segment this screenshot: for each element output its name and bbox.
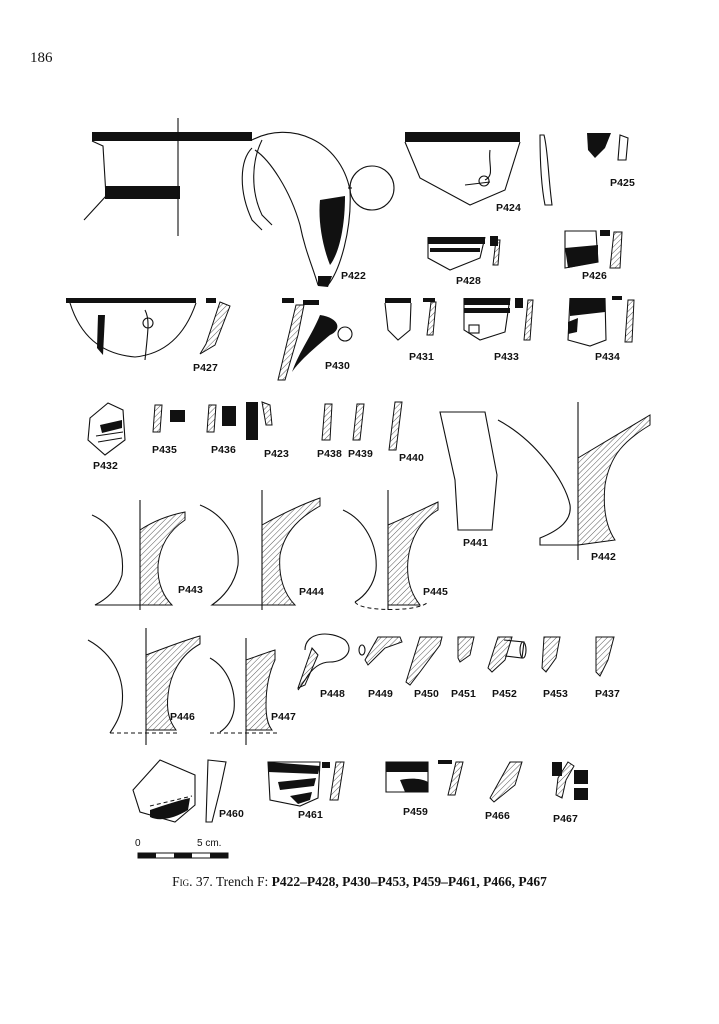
label-p436: P436 (211, 444, 236, 456)
sherd-p431-drawing (384, 298, 437, 341)
label-p424: P424 (496, 202, 521, 214)
sherd-p460-drawing (132, 759, 227, 823)
label-p447: P447 (271, 711, 296, 723)
label-p461: P461 (298, 809, 323, 821)
sherd-p449-drawing (364, 636, 403, 666)
label-p426: P426 (582, 270, 607, 282)
label-p430: P430 (325, 360, 350, 372)
label-p437: P437 (595, 688, 620, 700)
sherd-p438-drawing (321, 403, 333, 441)
sherd-p442-drawing (497, 402, 651, 560)
sherd-p424-drawing (404, 132, 553, 206)
label-p431: P431 (409, 351, 434, 363)
sherd-p433-drawing (463, 297, 534, 341)
label-p459: P459 (403, 806, 428, 818)
label-p439: P439 (348, 448, 373, 460)
sherd-p441-drawing (439, 411, 498, 531)
sherd-p453-drawing (541, 636, 561, 673)
sherd-p422-drawing (83, 118, 395, 287)
scale-start-label: 0 (135, 838, 141, 849)
label-p467: P467 (553, 813, 578, 825)
label-p443: P443 (178, 584, 203, 596)
sherd-p436-drawing (206, 404, 236, 433)
sherd-p445-drawing (342, 490, 439, 610)
sherd-p427-drawing (66, 298, 231, 361)
sherd-p426-drawing (564, 230, 623, 269)
label-p422: P422 (341, 270, 366, 282)
caption-catalog-range: P422–P428, P430–P453, P459–P461, P466, P… (271, 874, 547, 889)
sherd-p443-drawing (91, 500, 186, 610)
caption-figure-number: Fig. 37. (172, 874, 213, 889)
label-p428: P428 (456, 275, 481, 287)
sherd-p423-drawing (246, 401, 273, 440)
sherd-p461-drawing (267, 761, 345, 807)
sherd-p467-drawing (552, 761, 588, 800)
scale-end-label: 5 cm. (197, 838, 222, 849)
caption-text: Trench F: (212, 874, 272, 889)
label-p452: P452 (492, 688, 517, 700)
sherd-p425-drawing (587, 133, 629, 161)
sherd-p440-drawing (388, 401, 403, 451)
sherd-p435-drawing (152, 404, 185, 433)
label-p438: P438 (317, 448, 342, 460)
scale-bar (137, 852, 229, 859)
sherd-p466-drawing (489, 761, 523, 803)
label-p432: P432 (93, 460, 118, 472)
label-p440: P440 (399, 452, 424, 464)
sherd-p451-drawing (457, 636, 475, 663)
page-number: 186 (30, 50, 53, 66)
sherd-p450-drawing (405, 636, 443, 686)
label-p433: P433 (494, 351, 519, 363)
label-p466: P466 (485, 810, 510, 822)
label-p434: P434 (595, 351, 620, 363)
label-p425: P425 (610, 177, 635, 189)
sherd-p428-drawing (427, 236, 501, 271)
label-p446: P446 (170, 711, 195, 723)
label-p449: P449 (368, 688, 393, 700)
label-p441: P441 (463, 537, 488, 549)
label-p450: P450 (414, 688, 439, 700)
sherd-p430-drawing (277, 298, 353, 381)
label-p423: P423 (264, 448, 289, 460)
label-p444: P444 (299, 586, 324, 598)
label-p453: P453 (543, 688, 568, 700)
label-p442: P442 (591, 551, 616, 563)
sherd-p452-drawing (487, 636, 527, 673)
sherd-p446-drawing (87, 628, 201, 745)
figure-caption: Fig. 37. Trench F: P422–P428, P430–P453,… (0, 874, 719, 890)
sherd-p437-drawing (595, 636, 615, 677)
sherd-p432-drawing (87, 402, 126, 456)
sherd-p448-drawing (297, 633, 366, 691)
sherd-p444-drawing (199, 490, 321, 610)
label-p427: P427 (193, 362, 218, 374)
sherd-p434-drawing (567, 296, 635, 347)
label-p435: P435 (152, 444, 177, 456)
label-p445: P445 (423, 586, 448, 598)
label-p451: P451 (451, 688, 476, 700)
sherd-p459-drawing (385, 760, 464, 796)
label-p460: P460 (219, 808, 244, 820)
label-p448: P448 (320, 688, 345, 700)
sherd-p439-drawing (352, 403, 365, 441)
sherd-p447-drawing (209, 638, 278, 745)
